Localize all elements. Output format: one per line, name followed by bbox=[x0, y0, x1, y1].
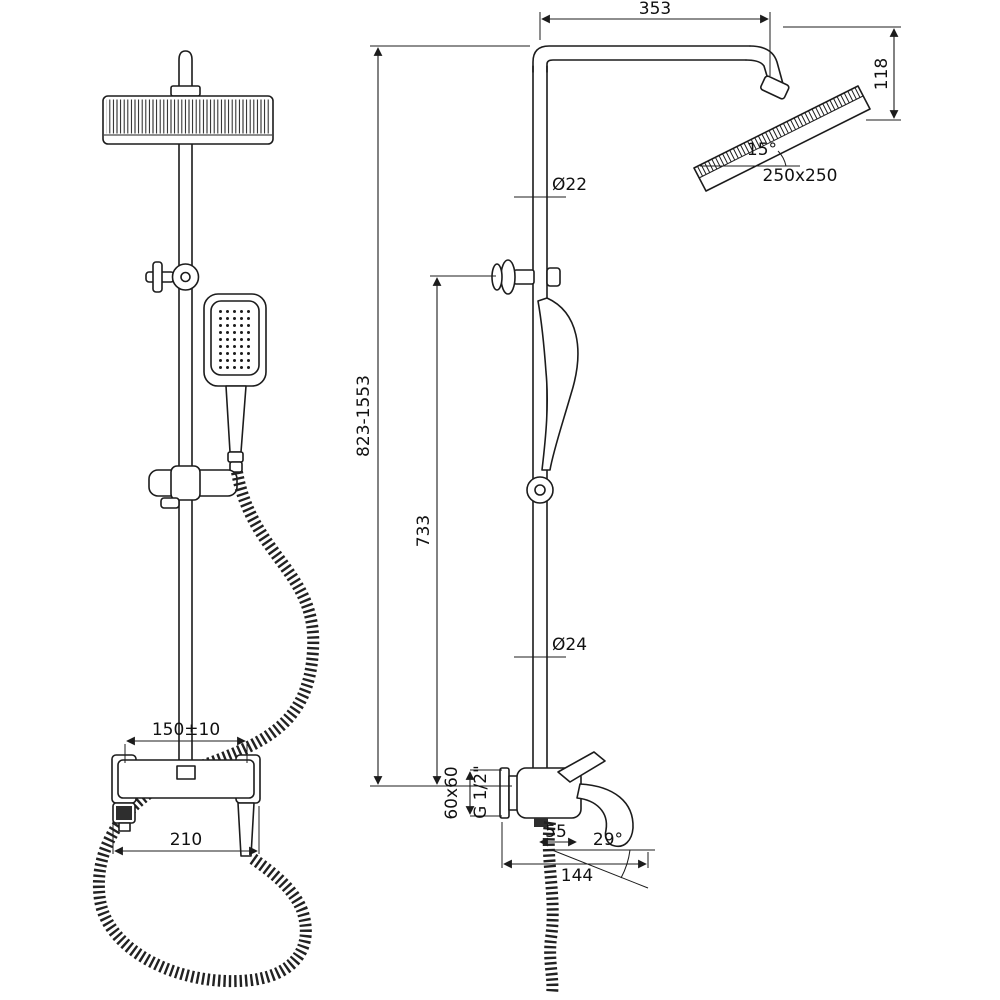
mixer-handle-front bbox=[237, 802, 255, 857]
dim-spout-angle: 29° bbox=[593, 830, 623, 850]
shower-arm-side bbox=[532, 45, 790, 100]
dim-mixer-centers: 150±10 bbox=[152, 720, 220, 740]
dim-head-drop: 118 bbox=[872, 58, 892, 90]
mixer-side bbox=[499, 751, 634, 848]
dim-riser-diameter-bottom: Ø24 bbox=[552, 635, 587, 655]
dimension-overall-height: 823-1553 bbox=[354, 45, 530, 787]
dim-connection-thread: G 1/2" bbox=[471, 765, 491, 819]
dimension-head-drop: 118 bbox=[783, 26, 901, 121]
diverter-front bbox=[145, 261, 200, 293]
front-view bbox=[92, 50, 320, 988]
dimension-top-width: 353 bbox=[539, 0, 771, 76]
dim-head-tilt: 15° bbox=[747, 140, 777, 160]
riser-pole-front bbox=[170, 50, 201, 773]
dimension-mixer-centers: 150±10 bbox=[124, 720, 248, 763]
dimension-spout-rise: 55 bbox=[539, 822, 577, 847]
dimension-riser-diameter-top: Ø22 bbox=[514, 175, 587, 198]
shower-hose-side bbox=[542, 821, 559, 995]
side-view bbox=[491, 45, 871, 995]
dim-escutcheon: 60x60 bbox=[442, 766, 462, 819]
hand-shower-front bbox=[203, 293, 267, 473]
dim-top-width: 353 bbox=[639, 0, 671, 19]
shower-hose-front bbox=[92, 470, 320, 988]
rain-shower-head-front bbox=[102, 95, 274, 145]
spout-side bbox=[576, 783, 634, 848]
mixer-handle-side bbox=[557, 751, 606, 783]
mixer-front bbox=[111, 754, 261, 857]
dimension-riser-height: 733 bbox=[414, 275, 496, 785]
wall-escutcheon-side bbox=[499, 767, 510, 819]
riser-pipe-side bbox=[532, 65, 548, 771]
dim-spout-reach: 144 bbox=[561, 866, 593, 886]
dimension-annotations: 353 118 15° 250x250 Ø22 823-1553 bbox=[112, 0, 901, 889]
dim-head-size: 250x250 bbox=[763, 166, 838, 186]
dimension-mixer-width: 210 bbox=[112, 806, 260, 856]
dimension-riser-diameter-bottom: Ø24 bbox=[514, 635, 587, 658]
hand-shower-side bbox=[537, 297, 579, 471]
dim-mixer-width: 210 bbox=[170, 830, 202, 850]
dimension-wall-connection: 60x60 G 1/2" bbox=[442, 765, 502, 820]
slider-bracket bbox=[148, 465, 238, 509]
dimension-spout-reach: 144 bbox=[501, 822, 649, 886]
dim-riser-diameter-top: Ø22 bbox=[552, 175, 587, 195]
dim-spout-rise: 55 bbox=[545, 822, 567, 842]
dim-overall-height: 823-1553 bbox=[354, 375, 374, 457]
holder-pivot-side bbox=[526, 476, 554, 504]
dim-riser-height: 733 bbox=[414, 515, 434, 547]
rain-shower-head-side bbox=[693, 85, 871, 192]
diverter-side bbox=[491, 259, 561, 295]
